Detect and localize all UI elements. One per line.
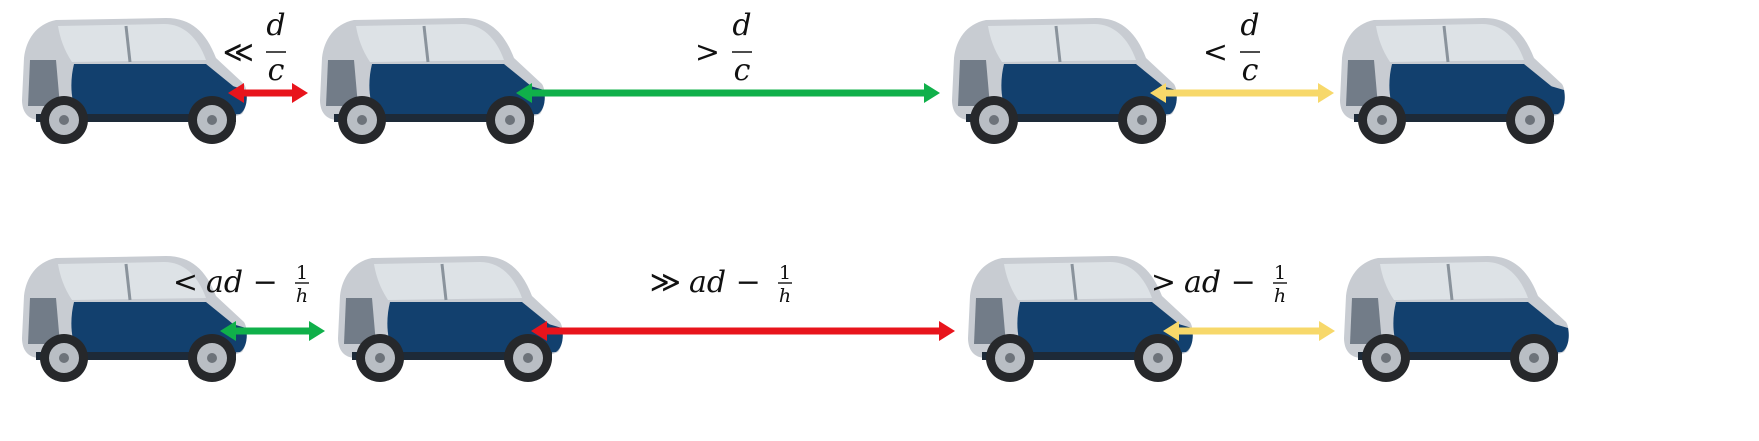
relation-symbol: ≪ [223, 35, 254, 70]
fraction-denominator: h [1274, 285, 1286, 307]
fraction-numerator: d [1240, 8, 1259, 43]
fraction-numerator: d [266, 8, 285, 43]
relation-symbol: > [695, 35, 720, 70]
smart-car-side-view-icon [320, 18, 545, 144]
gap-label: >ad − 1h [1151, 262, 1287, 307]
smart-car-side-view-icon [1340, 18, 1565, 144]
double-headed-arrow-icon [531, 321, 955, 341]
expression-text: ad − [689, 265, 761, 300]
smart-car-side-view-icon [22, 18, 247, 144]
relation-symbol: > [1151, 265, 1176, 300]
fraction-numerator: 1 [296, 262, 308, 284]
fraction-denominator: c [1242, 53, 1259, 88]
gap-label: ≫ad − 1h [650, 262, 792, 307]
relation-symbol: < [173, 265, 198, 300]
smart-car-side-view-icon [1344, 256, 1569, 382]
fraction-numerator: d [732, 8, 751, 43]
fraction-numerator: 1 [779, 262, 791, 284]
fraction-denominator: h [779, 285, 791, 307]
gap-label: > dc [695, 8, 752, 88]
double-headed-arrow-icon [516, 83, 940, 103]
double-headed-arrow-icon [220, 321, 325, 341]
relation-symbol: ≫ [650, 265, 681, 300]
smart-car-side-view-icon [338, 256, 563, 382]
fraction-denominator: c [268, 53, 285, 88]
relation-symbol: < [1203, 35, 1228, 70]
fraction-denominator: c [734, 53, 751, 88]
smart-car-side-view-icon [952, 18, 1177, 144]
gap-label: < dc [1203, 8, 1260, 88]
expression-text: ad − [206, 265, 278, 300]
expression-text: ad − [1184, 265, 1256, 300]
fraction-numerator: 1 [1274, 262, 1286, 284]
fraction-denominator: h [296, 285, 308, 307]
